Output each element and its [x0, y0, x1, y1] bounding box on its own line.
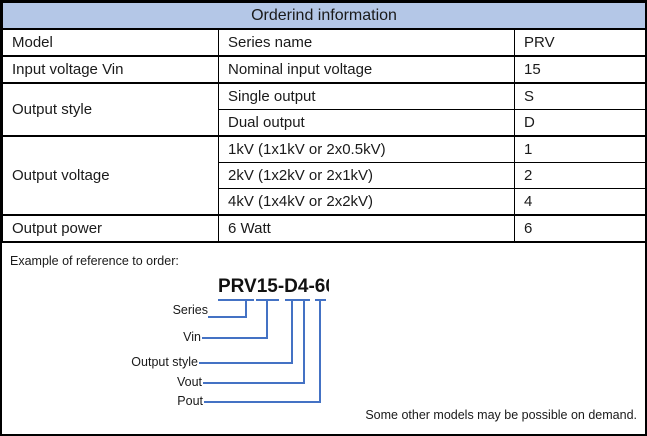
callout-line-vin-vertical	[266, 301, 268, 338]
cell-output-power-label: Output power	[2, 214, 219, 243]
callout-label-vout: Vout	[176, 375, 202, 389]
table-title-row: Orderind information	[2, 2, 645, 30]
callout-line-pout-horizontal	[204, 401, 321, 403]
callout-label-pout: Pout	[177, 394, 203, 408]
cell-series-code: PRV	[513, 28, 645, 57]
callout-line-vout-vertical	[303, 301, 305, 383]
callout-line-output-style-horizontal	[199, 362, 293, 364]
example-heading: Example of reference to order:	[10, 254, 179, 268]
underline-series-segment	[218, 299, 254, 301]
cell-pout-code: 6	[513, 214, 645, 243]
cell-4kv-code: 4	[513, 188, 645, 216]
cell-single-output: Single output	[218, 82, 515, 110]
cell-6watt-option: 6 Watt	[218, 214, 515, 243]
cell-series-name: Series name	[218, 28, 515, 57]
cell-nominal-input: Nominal input voltage	[218, 55, 515, 84]
callout-line-pout-vertical	[319, 301, 321, 402]
table-row: Model Series name PRV	[2, 28, 645, 57]
cell-dual-output: Dual output	[218, 109, 515, 137]
cell-1kv-option: 1kV (1x1kV or 2x0.5kV)	[218, 135, 515, 163]
table-row: Output style Single output S	[2, 82, 645, 137]
cell-dual-code: D	[513, 109, 645, 137]
cell-2kv-option: 2kV (1x2kV or 2x1kV)	[218, 162, 515, 189]
ordering-table: Orderind information Model Series name P…	[2, 2, 645, 243]
cell-output-voltage-label: Output voltage	[2, 135, 219, 216]
table-row: Output voltage 1kV (1x1kV or 2x0.5kV) 1	[2, 135, 645, 216]
cell-1kv-code: 1	[513, 135, 645, 163]
underline-output-style-segment	[285, 299, 299, 301]
cell-single-code: S	[513, 82, 645, 110]
underline-vin-segment	[256, 299, 279, 301]
underline-vout-segment	[299, 299, 310, 301]
callout-label-output-style: Output style	[131, 355, 198, 369]
model-code-clipped-char: 0	[325, 275, 329, 299]
callout-line-series-horizontal	[208, 316, 247, 318]
callout-line-series-vertical	[245, 301, 247, 317]
table-title: Orderind information	[2, 2, 645, 30]
cell-4kv-option: 4kV (1x4kV or 2x2kV)	[218, 188, 515, 216]
cell-input-voltage-label: Input voltage Vin	[2, 55, 219, 84]
callout-line-output-style-vertical	[291, 301, 293, 363]
underline-pout-segment	[315, 299, 326, 301]
table-row: Output power 6 Watt 6	[2, 214, 645, 243]
model-code-text: PRV15-D4-6	[218, 276, 326, 297]
cell-output-style-label: Output style	[2, 82, 219, 137]
table-row: Input voltage Vin Nominal input voltage …	[2, 55, 645, 84]
cell-model-label: Model	[2, 28, 219, 57]
footer-note: Some other models may be possible on dem…	[365, 408, 637, 422]
table-row: 4kV (1x4kV or 2x2kV) 4	[3, 188, 645, 216]
callout-line-vin-horizontal	[202, 337, 268, 339]
table-row: Dual output D	[3, 109, 645, 137]
callout-line-vout-horizontal	[203, 382, 305, 384]
table-row: 2kV (1x2kV or 2x1kV) 2	[3, 162, 645, 189]
callout-label-series: Series	[172, 303, 208, 317]
cell-2kv-code: 2	[513, 162, 645, 189]
example-model-code: PRV15-D4-60	[218, 275, 329, 299]
callout-label-vin: Vin	[183, 330, 201, 344]
cell-vin-code: 15	[513, 55, 645, 84]
